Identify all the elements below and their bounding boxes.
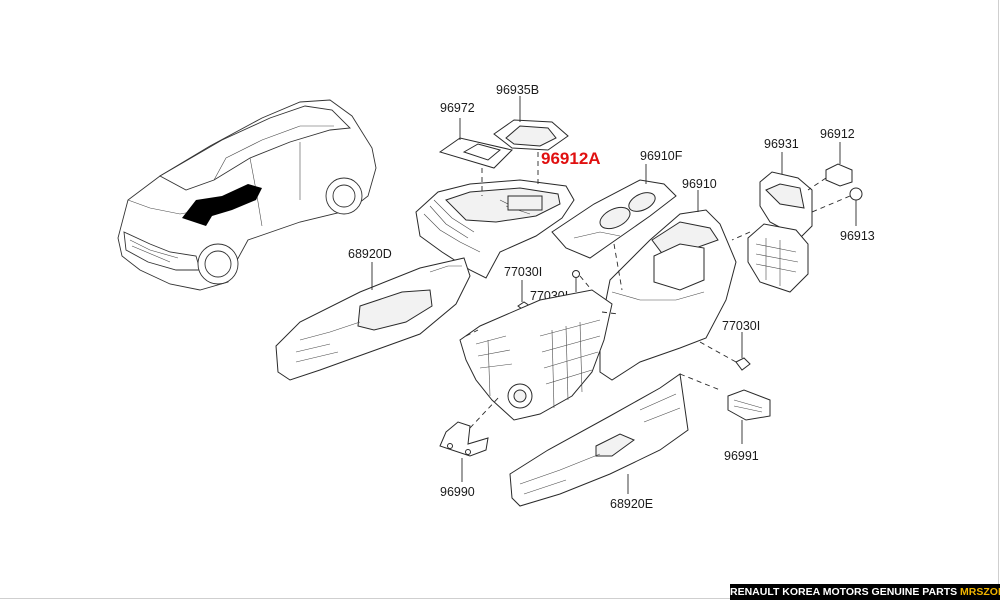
vehicle-illustration <box>117 99 377 291</box>
assembly-line <box>465 329 479 337</box>
label-96935B: 96935B <box>496 83 539 97</box>
label-77030I-c: 77030I <box>722 319 760 333</box>
label-96913: 96913 <box>840 229 875 243</box>
label-96912A-highlight: 96912A <box>541 149 601 168</box>
part-68920E-right-panel[interactable]: 68920E <box>509 373 721 511</box>
footer-text: RENAULT KOREA MOTORS GENUINE PARTS <box>730 586 958 598</box>
part-96912-clip[interactable]: 96912 <box>807 127 855 191</box>
assembly-line <box>601 311 619 315</box>
footer-brand: MRSZONE <box>960 586 1000 598</box>
part-96935B-trim[interactable]: 96935B <box>493 83 569 151</box>
part-96991-clip[interactable]: 96991 <box>724 389 771 463</box>
label-68920D: 68920D <box>348 247 392 261</box>
label-96991: 96991 <box>724 449 759 463</box>
label-77030I-a: 77030I <box>504 265 542 279</box>
part-96910-console-body[interactable]: 96910 <box>599 177 737 381</box>
part-96931-rear-duct[interactable]: 96931 <box>731 137 813 293</box>
part-77030I-screw-c[interactable]: 77030I <box>699 319 760 371</box>
part-96972-mat[interactable]: 96972 <box>438 101 513 169</box>
label-96931: 96931 <box>764 137 799 151</box>
label-68920E: 68920E <box>610 497 653 511</box>
label-96912: 96912 <box>820 127 855 141</box>
part-96910F-cupholder-panel[interactable]: 96910F <box>551 149 683 259</box>
part-armrest-assembly[interactable] <box>415 152 575 279</box>
part-68920D-left-panel[interactable]: 68920D <box>275 247 471 381</box>
part-96913-knob[interactable]: 96913 <box>811 187 875 243</box>
part-console-bracket-frame[interactable] <box>459 289 613 421</box>
label-96972: 96972 <box>440 101 475 115</box>
label-96990: 96990 <box>440 485 475 499</box>
label-96910: 96910 <box>682 177 717 191</box>
part-96990-bracket[interactable]: 96990 <box>439 395 501 499</box>
label-96910F: 96910F <box>640 149 683 163</box>
footer-banner: RENAULT KOREA MOTORS GENUINE PARTS MRSZO… <box>730 584 1000 600</box>
